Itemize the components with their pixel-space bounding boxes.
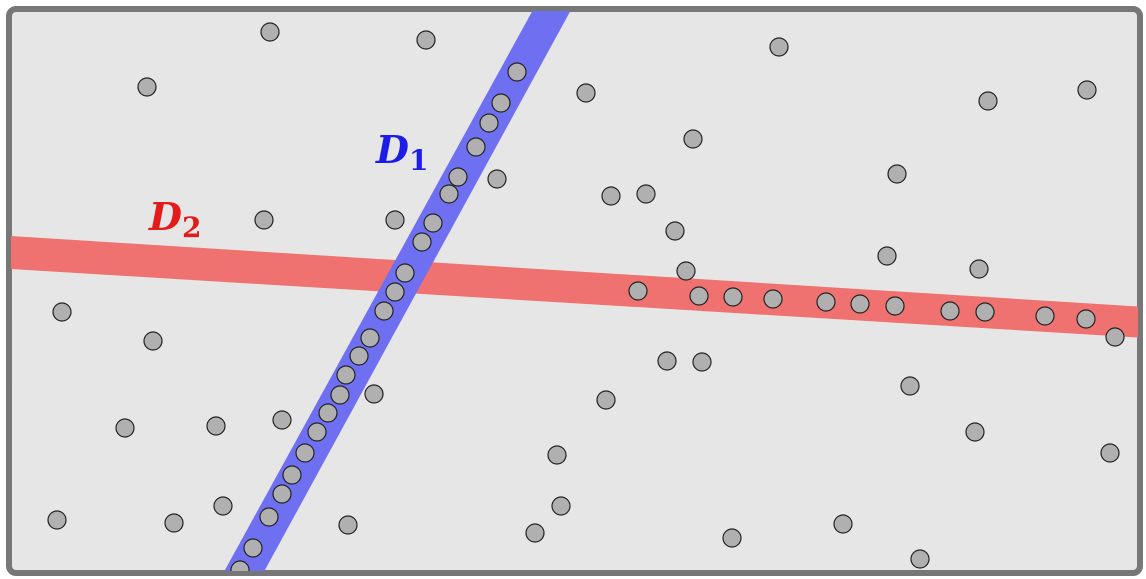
data-point <box>525 523 545 543</box>
data-point <box>243 538 263 558</box>
data-point <box>547 445 567 465</box>
data-point <box>689 286 709 306</box>
data-point <box>338 515 358 535</box>
data-point <box>230 560 250 571</box>
data-point <box>816 292 836 312</box>
data-point <box>479 113 499 133</box>
data-point <box>850 294 870 314</box>
data-point <box>628 281 648 301</box>
data-point <box>295 443 315 463</box>
data-point <box>272 484 292 504</box>
data-point <box>491 93 511 113</box>
data-point <box>636 184 656 204</box>
data-point <box>385 210 405 230</box>
data-point <box>115 418 135 438</box>
data-point <box>282 465 302 485</box>
data-point <box>439 184 459 204</box>
data-point <box>349 346 369 366</box>
data-point <box>596 390 616 410</box>
data-point <box>360 328 380 348</box>
data-point <box>259 507 279 527</box>
data-point <box>336 365 356 385</box>
data-point <box>412 232 432 252</box>
data-point <box>164 513 184 533</box>
data-point <box>423 213 443 233</box>
data-point <box>254 210 274 230</box>
data-point <box>769 37 789 57</box>
data-point <box>1077 80 1097 100</box>
data-point <box>900 376 920 396</box>
data-point <box>833 514 853 534</box>
data-point <box>965 422 985 442</box>
data-point <box>910 549 930 569</box>
data-point <box>665 221 685 241</box>
data-point <box>385 282 405 302</box>
data-point <box>975 302 995 322</box>
data-point <box>722 528 742 548</box>
data-point <box>1105 327 1125 347</box>
data-point <box>143 331 163 351</box>
data-point <box>877 246 897 266</box>
data-point <box>969 259 989 279</box>
data-point <box>374 301 394 321</box>
data-point <box>466 137 486 157</box>
data-point <box>692 352 712 372</box>
data-point <box>260 22 280 42</box>
data-point <box>978 91 998 111</box>
data-point <box>763 289 783 309</box>
data-point <box>885 296 905 316</box>
data-point <box>213 496 233 516</box>
data-point <box>416 30 436 50</box>
data-point <box>576 83 596 103</box>
data-point <box>137 77 157 97</box>
data-point <box>1035 306 1055 326</box>
data-point <box>487 169 507 189</box>
data-point <box>657 351 677 371</box>
data-point <box>364 384 384 404</box>
data-point <box>395 263 415 283</box>
data-point <box>1100 443 1120 463</box>
points-layer <box>47 22 1125 571</box>
data-point <box>723 287 743 307</box>
data-point <box>940 301 960 321</box>
data-point <box>601 186 621 206</box>
data-point <box>1076 309 1096 329</box>
data-point <box>683 129 703 149</box>
data-point <box>330 385 350 405</box>
data-point <box>307 422 327 442</box>
data-point <box>887 164 907 184</box>
label-d1: D1 <box>375 127 428 177</box>
data-point <box>448 167 468 187</box>
data-point <box>206 416 226 436</box>
data-point <box>47 510 67 530</box>
data-point <box>676 261 696 281</box>
data-point <box>551 496 571 516</box>
data-point <box>52 302 72 322</box>
label-d2: D2 <box>148 194 201 244</box>
data-point <box>507 62 527 82</box>
data-point <box>272 410 292 430</box>
data-point <box>318 403 338 423</box>
